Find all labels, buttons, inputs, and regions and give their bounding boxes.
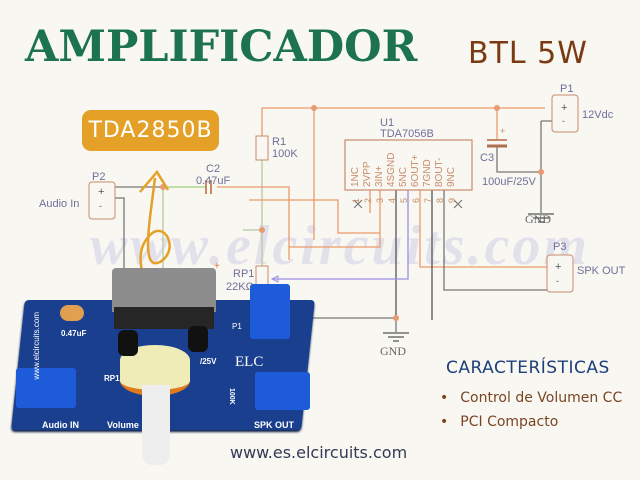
u1-ref: U1 bbox=[380, 117, 395, 129]
pin-number: 9 bbox=[447, 197, 457, 203]
ic-heatsink bbox=[112, 268, 216, 312]
c3-plus: + bbox=[500, 126, 506, 136]
c2-ref: C2 bbox=[206, 163, 221, 175]
board-spk-out: SPK OUT bbox=[254, 420, 295, 430]
u1-pin: 9NC bbox=[446, 166, 457, 187]
rp1-plus: + bbox=[214, 261, 220, 272]
p2-minus: - bbox=[99, 201, 102, 211]
board-volume: Volume bbox=[107, 420, 139, 430]
u1-pin: 2VPP bbox=[362, 161, 373, 187]
p1-value: 12Vdc bbox=[582, 109, 614, 121]
ceramic-cap bbox=[60, 305, 84, 321]
p2-plus: + bbox=[98, 186, 105, 198]
board-site: www.elcircuits.com bbox=[32, 312, 41, 380]
p1-ref: P1 bbox=[560, 83, 574, 95]
u1-pins: 1NC 2VPP 3IN+ 4SGND 5NC 6OUT+ 7GND 8OUT-… bbox=[350, 145, 458, 187]
board-brand: ELC bbox=[235, 354, 264, 370]
pin-number: 6 bbox=[411, 197, 421, 203]
p3-plus: + bbox=[555, 261, 562, 273]
gnd-label-bottom: GND bbox=[380, 344, 406, 358]
board-p1-label: P1 bbox=[232, 322, 242, 331]
features-list: Control de Volumen CC PCI Compacto bbox=[440, 386, 622, 434]
features-title: CARACTERÍSTICAS bbox=[446, 358, 610, 378]
u1-pin-numbers: 1 2 3 4 5 6 7 8 9 bbox=[350, 192, 458, 203]
p3-ref: P3 bbox=[553, 241, 567, 253]
pin-number: 8 bbox=[435, 197, 445, 203]
u1-pin: 5NC bbox=[398, 166, 409, 187]
rp1-value: 22KΩ bbox=[226, 281, 254, 293]
pin-number: 5 bbox=[399, 197, 409, 203]
terminal-spk-out bbox=[255, 372, 310, 410]
page-title: AMPLIFICADOR bbox=[25, 22, 418, 72]
p1-minus: - bbox=[562, 116, 565, 126]
u1-pin: 3IN+ bbox=[374, 165, 385, 187]
electrolytic-cap bbox=[188, 326, 208, 352]
p2-ref: P2 bbox=[92, 171, 106, 183]
terminal-p1 bbox=[250, 284, 290, 339]
feature-item: Control de Volumen CC bbox=[440, 386, 622, 410]
pot-shaft bbox=[142, 385, 170, 465]
p2-value: Audio In bbox=[39, 198, 80, 210]
c2-value: 0.47uF bbox=[196, 175, 231, 187]
board-cap-label: 0.47uF bbox=[61, 329, 87, 338]
u1-part: TDA7056B bbox=[380, 128, 434, 140]
website-link[interactable]: www.es.elcircuits.com bbox=[230, 443, 408, 462]
pin-number: 4 bbox=[387, 197, 397, 203]
chip-badge: TDA2850B bbox=[82, 110, 219, 151]
board-res-label: 100K bbox=[228, 388, 235, 405]
ic-body bbox=[114, 307, 214, 329]
board-cap-rating: /25V bbox=[200, 357, 217, 366]
electrolytic-cap bbox=[118, 330, 138, 356]
terminal-audio-in bbox=[16, 368, 76, 408]
page-subtitle: BTL 5W bbox=[468, 36, 588, 71]
board-audio-in: Audio IN bbox=[42, 420, 79, 430]
pin-number: 3 bbox=[375, 197, 385, 203]
pin-number: 1 bbox=[351, 197, 361, 203]
u1-pin: 1NC bbox=[350, 166, 361, 187]
pin-number: 7 bbox=[423, 197, 433, 203]
p3-value: SPK OUT bbox=[577, 265, 626, 277]
feature-item: PCI Compacto bbox=[440, 410, 622, 434]
c3-ref: C3 bbox=[480, 152, 495, 164]
p3-minus: - bbox=[556, 276, 559, 286]
u1-pin: 8OUT- bbox=[434, 157, 445, 187]
p1-plus: + bbox=[561, 102, 568, 114]
board-rp1-label: RP1 bbox=[104, 374, 120, 383]
rp1-ref: RP1 bbox=[233, 268, 255, 280]
gnd-label-top: GND bbox=[525, 212, 551, 226]
u1-pin: 4SGND bbox=[386, 152, 397, 187]
pin-number: 2 bbox=[363, 197, 373, 203]
c3-value: 100uF/25V bbox=[482, 176, 536, 188]
u1-pin: 7GND bbox=[422, 159, 433, 187]
r1-value: 100K bbox=[272, 148, 298, 160]
r1-ref: R1 bbox=[272, 136, 287, 148]
u1-pin: 6OUT+ bbox=[410, 154, 421, 187]
